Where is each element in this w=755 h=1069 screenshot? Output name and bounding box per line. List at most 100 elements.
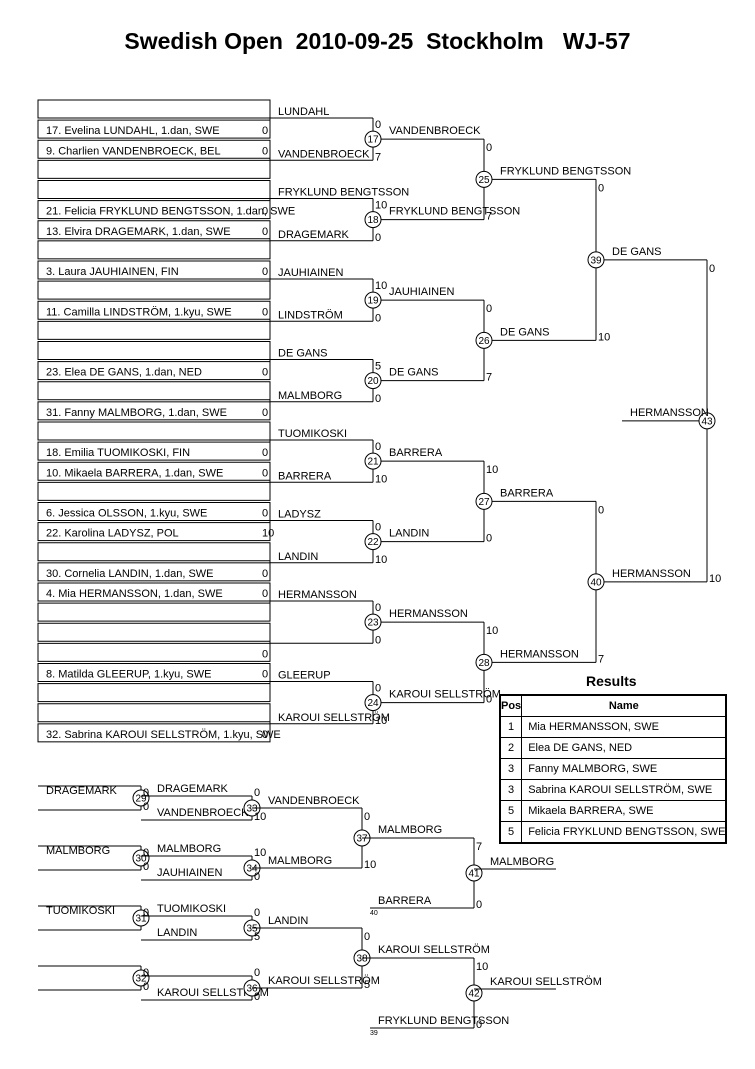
pool-label: BARRERA xyxy=(278,470,332,482)
results-header-row: Pos Name xyxy=(499,694,727,717)
match-number: 40 xyxy=(590,577,602,588)
match-score-bottom: 0 xyxy=(375,232,381,244)
results-pos: 1 xyxy=(499,716,523,738)
repechage-name: JAUHIAINEN xyxy=(157,867,222,879)
match-number: 42 xyxy=(468,989,480,1000)
match-circle xyxy=(364,372,382,390)
match-score-top: 0 xyxy=(143,847,149,859)
match-number: 43 xyxy=(701,416,713,427)
results-header-name: Name xyxy=(521,694,727,717)
pool-label: TUOMIKOSKI xyxy=(278,428,347,440)
match-score-top: 0 xyxy=(709,263,715,275)
match-score-top: 0 xyxy=(254,967,260,979)
repechage-name: DRAGEMARK xyxy=(157,783,229,795)
entry-name: 31. Fanny MALMBORG, 1.dan, SWE xyxy=(46,407,227,419)
bronze-winner: KAROUI SELLSTRÖM xyxy=(490,976,602,988)
match-winner: MALMBORG xyxy=(268,855,332,867)
match-circle xyxy=(587,251,605,269)
match-score-bottom: 5 xyxy=(254,931,260,943)
match-score-bottom: 0 xyxy=(486,694,492,706)
entry-name: 30. Cornelia LANDIN, 1.dan, SWE xyxy=(46,568,214,580)
match-number: 32 xyxy=(135,974,147,985)
match-winner: JAUHIAINEN xyxy=(389,286,454,298)
entry-score: 0 xyxy=(262,407,268,419)
results-name: Elea DE GANS, NED xyxy=(521,737,727,759)
entry-name: 21. Felicia FRYKLUND BENGTSSON, 1.dan, S… xyxy=(46,206,295,218)
match-score-top: 0 xyxy=(375,602,381,614)
match-number: 22 xyxy=(367,537,379,548)
match-circle xyxy=(364,694,382,712)
entry-box xyxy=(37,159,271,179)
repechage-entry-label: DRAGEMARK xyxy=(46,785,118,797)
match-winner: HERMANSSON xyxy=(500,648,579,660)
entry-box xyxy=(37,220,271,240)
entry-name: 4. Mia HERMANSSON, 1.dan, SWE xyxy=(46,588,223,600)
pool-label: KAROUI SELLSTRÖM xyxy=(278,712,390,724)
match-number: 31 xyxy=(135,914,147,925)
results-header-pos: Pos xyxy=(499,694,523,717)
match-winner: VANDENBROECK xyxy=(389,125,481,137)
entry-name: 17. Evelina LUNDAHL, 1.dan, SWE xyxy=(46,125,220,137)
entry-name: 6. Jessica OLSSON, 1.kyu, SWE xyxy=(46,508,207,520)
results-name: Mia HERMANSSON, SWE xyxy=(521,716,727,738)
repechage-name: TUOMIKOSKI xyxy=(157,903,226,915)
entry-score: 0 xyxy=(262,306,268,318)
match-number: 20 xyxy=(367,376,379,387)
match-number: 34 xyxy=(246,864,258,875)
match-score-top: 10 xyxy=(375,200,387,212)
match-winner: HERMANSSON xyxy=(612,568,691,580)
match-winner: DE GANS xyxy=(612,246,662,258)
entry-box xyxy=(37,320,271,340)
match-score-top: 0 xyxy=(375,441,381,453)
match-number: 30 xyxy=(135,854,147,865)
match-score-top: 0 xyxy=(375,522,381,534)
pool-label: DE GANS xyxy=(278,348,328,360)
match-score-top: 0 xyxy=(375,683,381,695)
match-winner: FRYKLUND BENGTSSON xyxy=(389,206,520,218)
entry-score: 0 xyxy=(262,588,268,600)
match-score-bottom: 10 xyxy=(375,473,387,485)
match-circle xyxy=(475,331,493,349)
loser-label: BARRERA xyxy=(378,895,432,907)
entry-score: 0 xyxy=(262,447,268,459)
entry-box xyxy=(37,502,271,521)
match-score-top: 0 xyxy=(486,303,492,315)
repechage-name: KAROUI SELLSTRÖM xyxy=(157,987,269,999)
match-winner: HERMANSSON xyxy=(389,608,468,620)
pool-label: DRAGEMARK xyxy=(278,229,350,241)
match-score-bottom: 7 xyxy=(486,372,492,384)
match-winner: FRYKLUND BENGTSSON xyxy=(500,165,631,177)
match-score-top: 5 xyxy=(375,361,381,373)
loser-source: 39 xyxy=(370,1030,378,1037)
entry-box xyxy=(37,341,271,360)
pool-label: HERMANSSON xyxy=(278,589,357,601)
entry-box xyxy=(37,300,271,320)
match-number: 36 xyxy=(246,984,258,995)
pool-label: JAUHIAINEN xyxy=(278,267,343,279)
match-score-bottom: 0 xyxy=(143,981,149,993)
loser-label: FRYKLUND BENGTSSON xyxy=(378,1015,509,1027)
match-circle xyxy=(475,653,493,671)
match-number: 29 xyxy=(135,794,147,805)
entry-name: 32. Sabrina KAROUI SELLSTRÖM, 1.kyu, SWE xyxy=(46,729,281,741)
entry-box xyxy=(37,280,271,300)
match-score-bottom: 10 xyxy=(254,811,266,823)
match-score-bottom: 10 xyxy=(364,859,376,871)
entry-box xyxy=(37,542,271,562)
match-score-top: 0 xyxy=(143,967,149,979)
entry-score: 0 xyxy=(262,467,268,479)
match-score-bottom: 0 xyxy=(254,991,260,1003)
match-winner: BARRERA xyxy=(389,447,443,459)
match-circle xyxy=(132,909,150,927)
entry-name: 23. Elea DE GANS, 1.dan, NED xyxy=(46,367,202,379)
match-score-top: 10 xyxy=(476,961,488,973)
results-pos: 5 xyxy=(499,821,523,844)
entry-box xyxy=(37,642,271,662)
entry-box xyxy=(37,622,271,642)
match-score-bottom: 0 xyxy=(476,1019,482,1031)
match-score-bottom: 0 xyxy=(254,871,260,883)
match-score-bottom: 7 xyxy=(486,211,492,223)
entry-box xyxy=(37,260,271,280)
match-winner: VANDENBROECK xyxy=(268,795,360,807)
